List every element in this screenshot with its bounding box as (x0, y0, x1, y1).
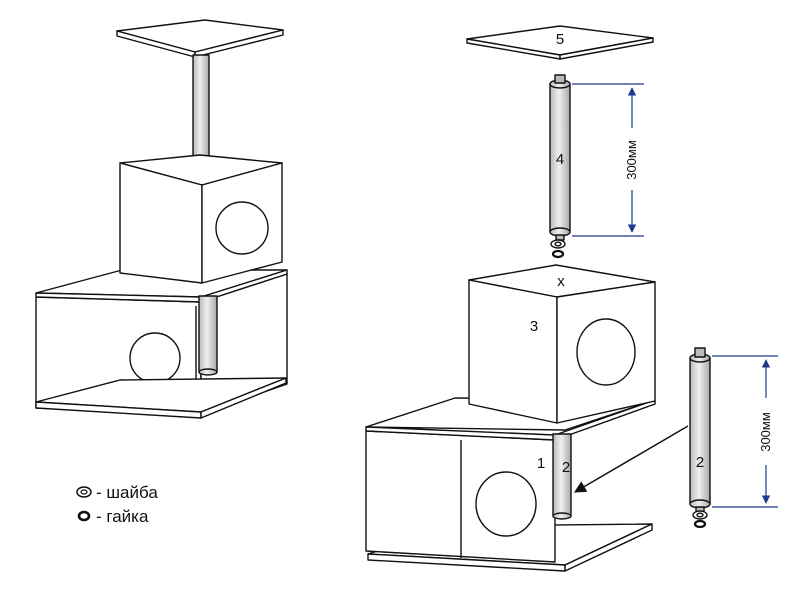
exploded-upper-post (549, 74, 571, 241)
label-top-platform: 5 (556, 31, 564, 48)
upper-post-bolt-icon (554, 74, 566, 84)
nut-icon (551, 249, 565, 259)
exploded-lower-box-hole-icon (475, 471, 537, 537)
assembled-lower-post (198, 295, 218, 376)
legend: - шайба - гайка (76, 483, 158, 526)
assembled-base-board (35, 377, 287, 419)
label-base: 1 (537, 455, 545, 472)
assembled-middle-cube-hole-icon (215, 201, 269, 255)
label-cube: 3 (530, 318, 538, 335)
exploded-top-platform (466, 25, 654, 60)
legend-nut: - гайка (77, 507, 149, 526)
lower-post-fasteners (692, 510, 708, 529)
dimension-label-upper: 300мм (624, 140, 639, 180)
legend-washer: - шайба (76, 483, 158, 502)
label-lower-post-detached: 2 (696, 454, 704, 471)
label-upper-post: 4 (556, 151, 564, 168)
exploded-view (365, 25, 711, 572)
assembled-top-platform (116, 19, 284, 58)
nut-icon (77, 510, 91, 522)
nut-icon (693, 519, 707, 529)
exploded-lower-post-detached (689, 347, 711, 513)
assembled-middle-cube (119, 154, 283, 284)
exploded-cube-hole-icon (576, 318, 636, 386)
exploded-cube (468, 264, 656, 424)
assembled-upper-post (192, 54, 210, 165)
label-lower-post: 2 (562, 459, 570, 476)
upper-post-fasteners (550, 239, 566, 259)
dimension-upper-post (572, 83, 644, 237)
legend-nut-text: - гайка (96, 507, 149, 526)
dimension-lower-post (712, 355, 778, 508)
exploded-lower-post (552, 433, 572, 520)
label-mount-mark: x (557, 273, 565, 290)
assembled-view (35, 19, 288, 419)
lower-post-bolt-icon (694, 347, 706, 358)
legend-washer-text: - шайба (96, 483, 158, 502)
upper-post-bottom-bolt-icon (555, 234, 565, 241)
exploded-lower-box (365, 397, 656, 563)
assembled-lower-cube-hole-icon (129, 332, 181, 384)
dimension-label-lower: 300мм (758, 412, 773, 452)
insert-arrow (573, 425, 689, 493)
